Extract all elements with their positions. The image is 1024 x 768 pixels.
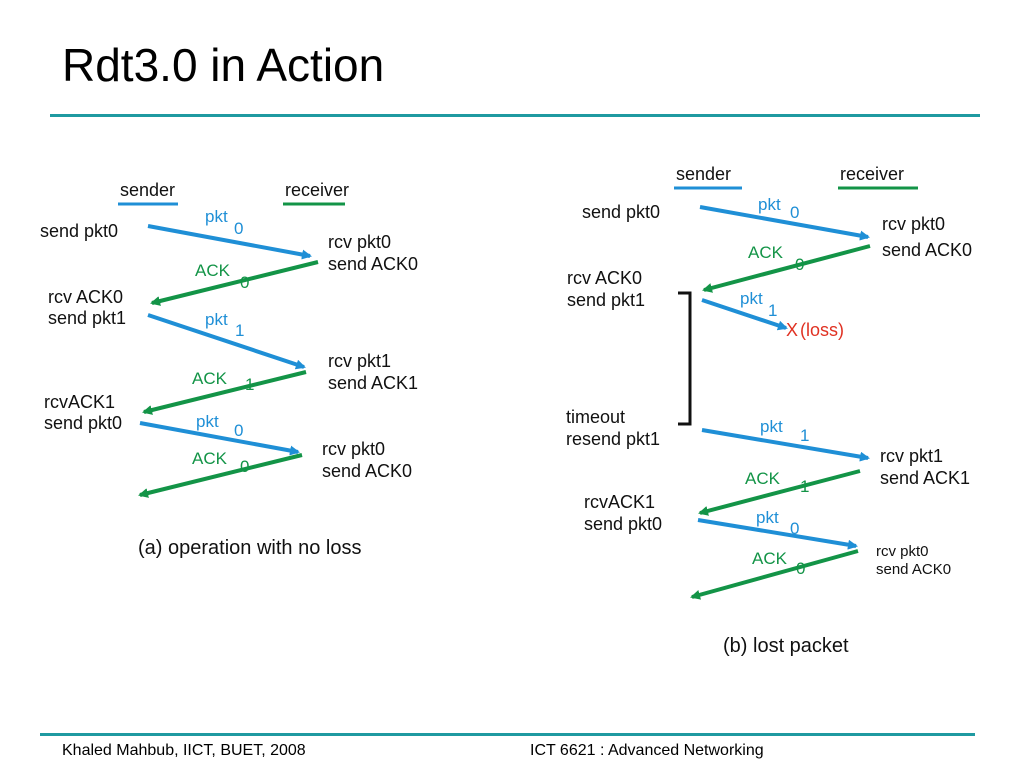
panel-a-msg-seq: 0 bbox=[240, 457, 249, 476]
loss-x-mark: X bbox=[786, 320, 798, 340]
panel-b-ack-arrow bbox=[698, 469, 861, 516]
panel-b-sender-event: send pkt1 bbox=[567, 290, 645, 310]
footer-course: ICT 6621 : Advanced Networking bbox=[530, 742, 764, 759]
panel-b-msg-seq: 0 bbox=[790, 519, 799, 538]
panel-a-receiver-event: rcv pkt0 bbox=[322, 439, 385, 459]
panel-b-pkt-arrow bbox=[701, 428, 870, 462]
panel-b-sender-header: sender bbox=[676, 164, 731, 184]
panel-a: sender receiver send pkt0 rcv ACK0 send … bbox=[40, 180, 418, 559]
panel-a-msg-seq: 0 bbox=[234, 421, 243, 440]
panel-a-ack-arrow bbox=[138, 453, 303, 498]
panel-a-caption: (a) operation with no loss bbox=[138, 537, 361, 559]
panel-a-msg-label: ACK bbox=[195, 261, 231, 280]
footer-author: Khaled Mahbub, IICT, BUET, 2008 bbox=[62, 742, 306, 759]
panel-a-msg-label: pkt bbox=[205, 207, 228, 226]
panel-b-msg-label: pkt bbox=[756, 508, 779, 527]
panel-a-pkt-arrow bbox=[147, 224, 312, 260]
panel-b-msg-seq: 0 bbox=[796, 559, 805, 578]
panel-a-sender-event: send pkt1 bbox=[48, 308, 126, 328]
panel-b-receiver-event: send ACK0 bbox=[876, 561, 951, 578]
panel-b-sender-event: send pkt0 bbox=[584, 514, 662, 534]
panel-a-msg-seq: 1 bbox=[245, 375, 254, 394]
panel-a-msg-seq: 0 bbox=[234, 219, 243, 238]
panel-b-sender-event: timeout bbox=[566, 407, 625, 427]
panel-b-receiver-header: receiver bbox=[840, 164, 904, 184]
panel-a-ack-arrow bbox=[142, 370, 307, 415]
footer-divider bbox=[40, 733, 975, 736]
panel-b-lost-pkt-arrow bbox=[701, 298, 788, 331]
title-divider bbox=[50, 114, 980, 117]
panel-b-receiver-event: send ACK0 bbox=[882, 240, 972, 260]
panel-b-msg-label: ACK bbox=[748, 243, 784, 262]
panel-b-msg-seq: 0 bbox=[795, 255, 804, 274]
panel-b-ack-arrow bbox=[690, 549, 859, 600]
panel-a-ack-arrow bbox=[150, 260, 319, 306]
panel-a-msg-label: ACK bbox=[192, 369, 228, 388]
panel-b: sender receiver send pkt0 rcv ACK0 send … bbox=[566, 164, 972, 657]
panel-a-pkt-arrow bbox=[147, 313, 306, 370]
panel-b-msg-seq: 1 bbox=[800, 426, 809, 445]
panel-a-receiver-header: receiver bbox=[285, 180, 349, 200]
panel-a-receiver-event: send ACK0 bbox=[328, 254, 418, 274]
panel-b-receiver-event: rcv pkt0 bbox=[882, 214, 945, 234]
panel-a-sender-event: send pkt0 bbox=[40, 221, 118, 241]
panel-a-msg-seq: 1 bbox=[235, 321, 244, 340]
panel-b-msg-label: ACK bbox=[745, 469, 781, 488]
panel-b-pkt-arrow bbox=[697, 518, 858, 550]
rdt30-diagram: sender receiver send pkt0 rcv ACK0 send … bbox=[40, 164, 972, 657]
panel-b-msg-label: pkt bbox=[760, 417, 783, 436]
panel-b-msg-seq: 1 bbox=[800, 477, 809, 496]
panel-a-sender-header: sender bbox=[120, 180, 175, 200]
panel-b-receiver-event: send ACK1 bbox=[880, 468, 970, 488]
panel-a-msg-label: ACK bbox=[192, 449, 228, 468]
panel-b-receiver-event: rcv pkt1 bbox=[880, 446, 943, 466]
panel-a-msg-label: pkt bbox=[196, 412, 219, 431]
panel-a-receiver-event: rcv pkt0 bbox=[328, 232, 391, 252]
panel-a-sender-event: send pkt0 bbox=[44, 413, 122, 433]
panel-b-ack-arrow bbox=[702, 244, 871, 293]
panel-a-msg-label: pkt bbox=[205, 310, 228, 329]
timeout-bracket bbox=[678, 291, 692, 426]
panel-a-receiver-event: send ACK1 bbox=[328, 373, 418, 393]
panel-b-pkt-arrow bbox=[699, 205, 870, 241]
panel-b-sender-event: resend pkt1 bbox=[566, 429, 660, 449]
panel-a-sender-event: rcv ACK0 bbox=[48, 287, 123, 307]
panel-b-sender-event: rcvACK1 bbox=[584, 492, 655, 512]
panel-a-receiver-event: send ACK0 bbox=[322, 461, 412, 481]
panel-a-pkt-arrow bbox=[139, 421, 300, 456]
panel-a-receiver-event: rcv pkt1 bbox=[328, 351, 391, 371]
panel-a-sender-event: rcvACK1 bbox=[44, 392, 115, 412]
panel-b-msg-label: pkt bbox=[740, 289, 763, 308]
panel-b-msg-label: pkt bbox=[758, 195, 781, 214]
panel-b-caption: (b) lost packet bbox=[723, 635, 849, 657]
panel-a-msg-seq: 0 bbox=[240, 273, 249, 292]
panel-b-msg-seq: 0 bbox=[790, 203, 799, 222]
slide-title: Rdt3.0 in Action bbox=[62, 39, 385, 91]
panel-b-msg-label: ACK bbox=[752, 549, 788, 568]
panel-b-sender-event: send pkt0 bbox=[582, 202, 660, 222]
panel-b-msg-seq: 1 bbox=[768, 301, 777, 320]
panel-b-receiver-event: rcv pkt0 bbox=[876, 543, 929, 560]
panel-b-sender-event: rcv ACK0 bbox=[567, 268, 642, 288]
loss-label: (loss) bbox=[800, 320, 844, 340]
